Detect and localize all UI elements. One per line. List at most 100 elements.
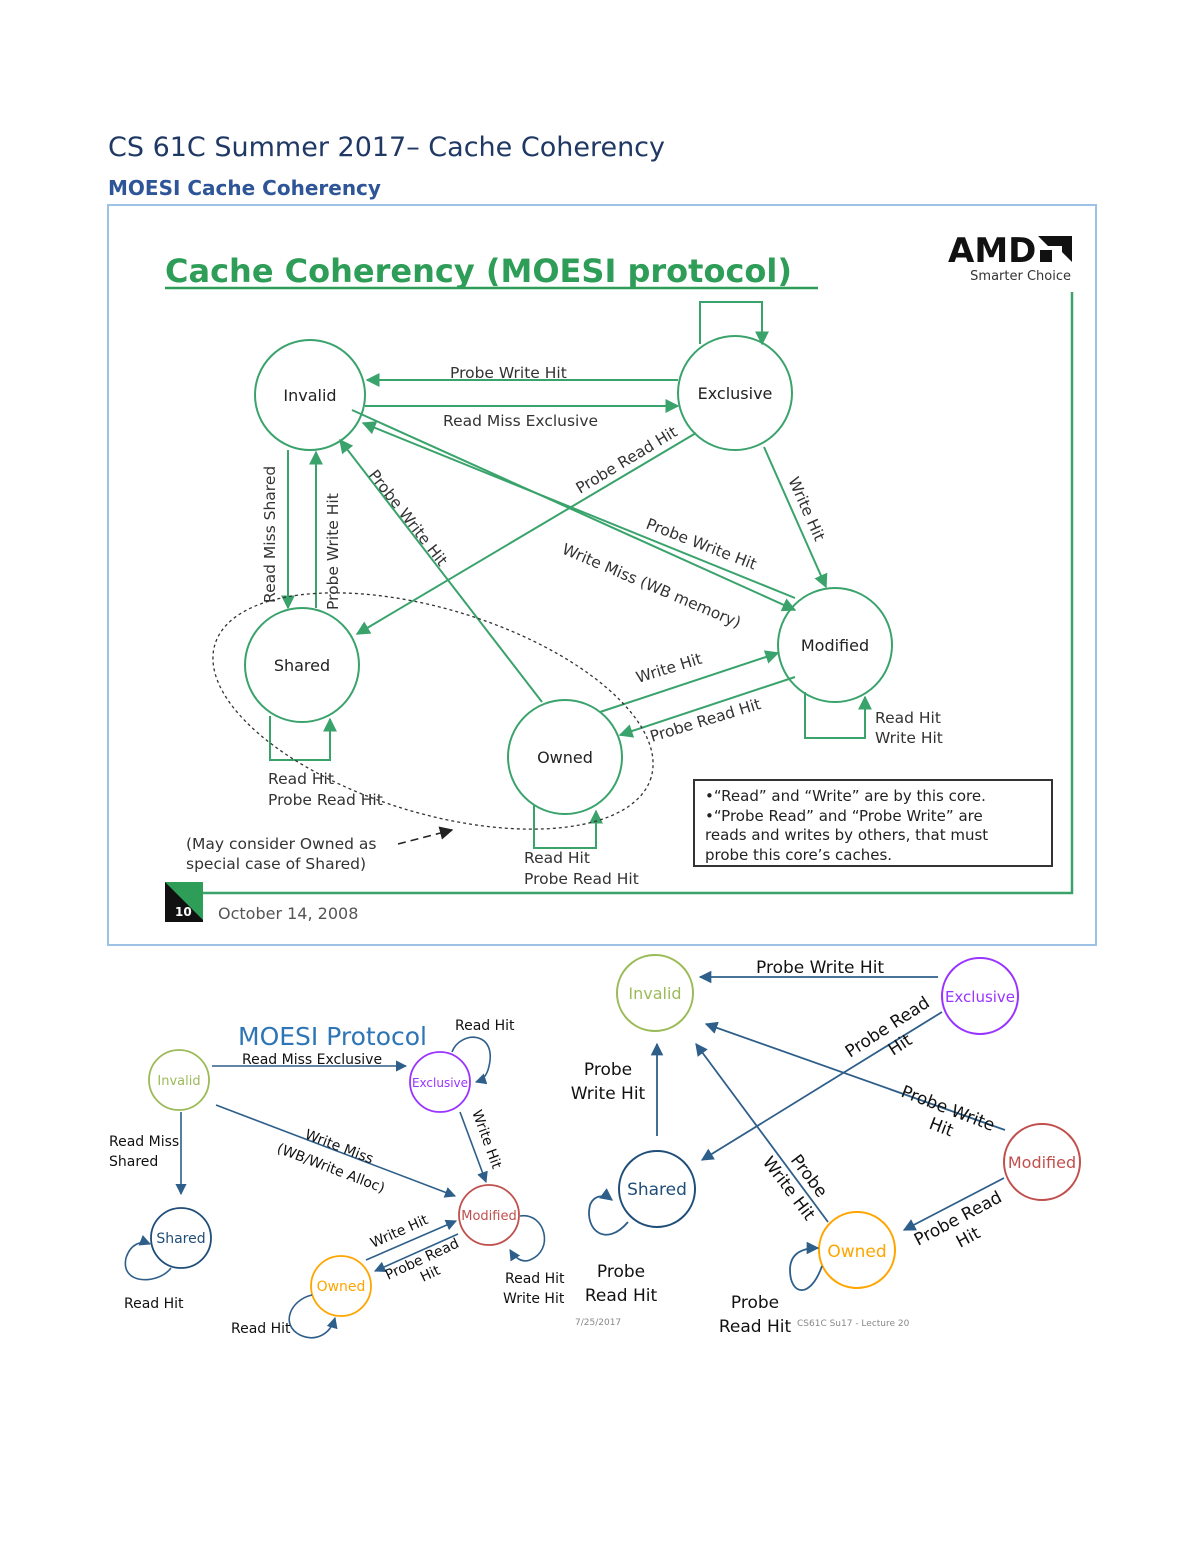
amd-arrow-icon [1038, 236, 1072, 262]
right-state-modified [1003, 1123, 1081, 1201]
page-number-badge-accent [165, 882, 203, 920]
state-modified-label: Modified [801, 636, 869, 655]
amd-tagline: Smarter Choice [970, 269, 1071, 284]
left-label-probe-read-hit: Hit [418, 1262, 443, 1285]
left-state-modified [458, 1184, 520, 1246]
label-probe-write-hit-top: Probe Write Hit [450, 364, 567, 382]
left-diagram-title: MOESI Protocol [238, 1022, 427, 1051]
right-label-shared-loop-read-hit: Read Hit [585, 1286, 658, 1306]
right-moesi-diagram: Invalid Exclusive Shared Owned Modified … [571, 954, 1081, 1337]
left-label-mod-loop-read-hit: Read Hit [505, 1271, 565, 1287]
left-moesi-diagram: MOESI Protocol Invalid Exclusive Shared … [109, 1018, 621, 1339]
right-edge-own-inv [695, 1042, 829, 1223]
left-label-write-hit-ex-mod: Write Hit [468, 1108, 504, 1172]
edge-ex-mod [763, 446, 828, 589]
state-shared [244, 607, 360, 723]
right-edge-mod-own [902, 1177, 1005, 1231]
state-modified [777, 587, 893, 703]
right-edge-mod-inv [704, 1021, 1006, 1131]
right-label-shared-loop-probe: Probe [597, 1262, 645, 1282]
note-line: probe this core’s caches. [705, 845, 893, 864]
label-mod-loop-write-hit: Write Hit [875, 729, 943, 747]
left-label-shared-loop: Read Hit [124, 1296, 184, 1312]
left-edge-own-mod [365, 1219, 458, 1261]
right-footer: CS61C Su17 - Lecture 20 [797, 1319, 910, 1329]
state-invalid [254, 339, 366, 451]
edge-own-mod [599, 650, 780, 713]
edge-inv-mod [351, 409, 797, 612]
owned-note-arrow [397, 826, 454, 845]
left-state-invalid-label: Invalid [157, 1074, 200, 1089]
edge-ex-sh [355, 432, 697, 635]
left-edge-own-loop [288, 1294, 338, 1339]
left-state-owned [310, 1255, 372, 1317]
label-owned-loop-probe-read-hit: Probe Read Hit [524, 870, 639, 888]
state-owned-label: Owned [537, 748, 593, 767]
right-state-exclusive [941, 957, 1019, 1035]
shared-owned-ellipse [212, 592, 654, 830]
label-read-miss-shared: Read Miss Shared [261, 466, 279, 603]
left-edge-mod-own [373, 1233, 459, 1273]
note-line: •“Read” and “Write” are by this core. [705, 787, 986, 805]
note-line: •“Probe Read” and “Probe Write” are [705, 806, 983, 825]
left-state-exclusive-label: Exclusive [412, 1076, 468, 1090]
label-shared-loop-read-hit: Read Hit [268, 770, 334, 788]
edge-mod-own [618, 676, 796, 738]
state-invalid-label: Invalid [283, 386, 336, 405]
amd-slide: Cache Coherency (MOESI protocol) AMD Sma… [107, 204, 1097, 946]
right-edge-sh-loop [588, 1188, 629, 1236]
right-state-invalid [616, 954, 694, 1032]
page-number: 10 [175, 905, 192, 919]
right-state-modified-label: Modified [1008, 1153, 1076, 1172]
edge-own-inv [339, 438, 543, 703]
state-exclusive [677, 335, 793, 451]
left-edge-ex-loop [451, 1036, 491, 1085]
left-label-read-miss: Read Miss [109, 1134, 179, 1150]
left-edge-mod-loop [509, 1215, 546, 1262]
right-label-probe-read-ex: Probe Read [842, 993, 934, 1062]
right-label-probe: Probe [584, 1060, 632, 1080]
right-edge-ex-sh [700, 1011, 943, 1161]
left-label-owned-loop: Read Hit [231, 1321, 291, 1337]
left-label-ex-loop: Read Hit [455, 1018, 515, 1034]
left-state-modified-label: Modified [461, 1209, 516, 1224]
label-owned-loop-read-hit: Read Hit [524, 849, 590, 867]
edge-ex-loop [699, 301, 769, 346]
amd-logo: AMD Smarter Choice [948, 231, 1072, 284]
right-label-owned-loop-probe: Probe [731, 1293, 779, 1313]
state-shared-label: Shared [274, 656, 330, 675]
right-state-invalid-label: Invalid [628, 984, 681, 1003]
label-mod-loop-read-hit: Read Hit [875, 709, 941, 727]
label-owned-note-line2: special case of Shared) [186, 855, 366, 873]
right-state-shared-label: Shared [627, 1180, 687, 1200]
right-label-write-hit: Write Hit [571, 1084, 646, 1104]
amd-logo-text: AMD [948, 231, 1036, 271]
slide-date: October 14, 2008 [218, 904, 358, 923]
document-subtitle: MOESI Cache Coherency [108, 176, 381, 200]
edge-sh-loop [269, 716, 337, 761]
edge-mod-loop [804, 692, 872, 739]
document-title: CS 61C Summer 2017– Cache Coherency [108, 132, 666, 163]
label-shared-loop-probe-read-hit: Probe Read Hit [268, 791, 383, 809]
right-state-shared [618, 1150, 696, 1228]
left-state-exclusive [409, 1051, 471, 1113]
left-footer-date: 7/25/2017 [575, 1318, 621, 1328]
left-label-read-miss-exclusive: Read Miss Exclusive [242, 1052, 382, 1068]
slide-border-line [203, 292, 1074, 895]
right-state-exclusive-label: Exclusive [945, 988, 1015, 1006]
label-probe-write-hit-sh-inv: Probe Write Hit [324, 493, 342, 610]
edge-own-loop [533, 805, 603, 849]
note-line: reads and writes by others, that must [705, 826, 989, 844]
left-edge-ex-mod [459, 1111, 488, 1184]
slide-note-box: •“Read” and “Write” are by this core. •“… [693, 779, 1053, 867]
edge-mod-inv [361, 421, 796, 599]
right-state-owned-label: Owned [827, 1242, 886, 1262]
left-label-shared: Shared [109, 1154, 158, 1170]
amd-arrow-part [1040, 250, 1052, 262]
left-state-invalid [148, 1049, 210, 1111]
state-owned [507, 699, 623, 815]
right-edge-own-loop [789, 1241, 823, 1292]
slide-title: Cache Coherency (MOESI protocol) [165, 252, 792, 290]
left-label-mod-loop-write-hit: Write Hit [503, 1291, 565, 1307]
